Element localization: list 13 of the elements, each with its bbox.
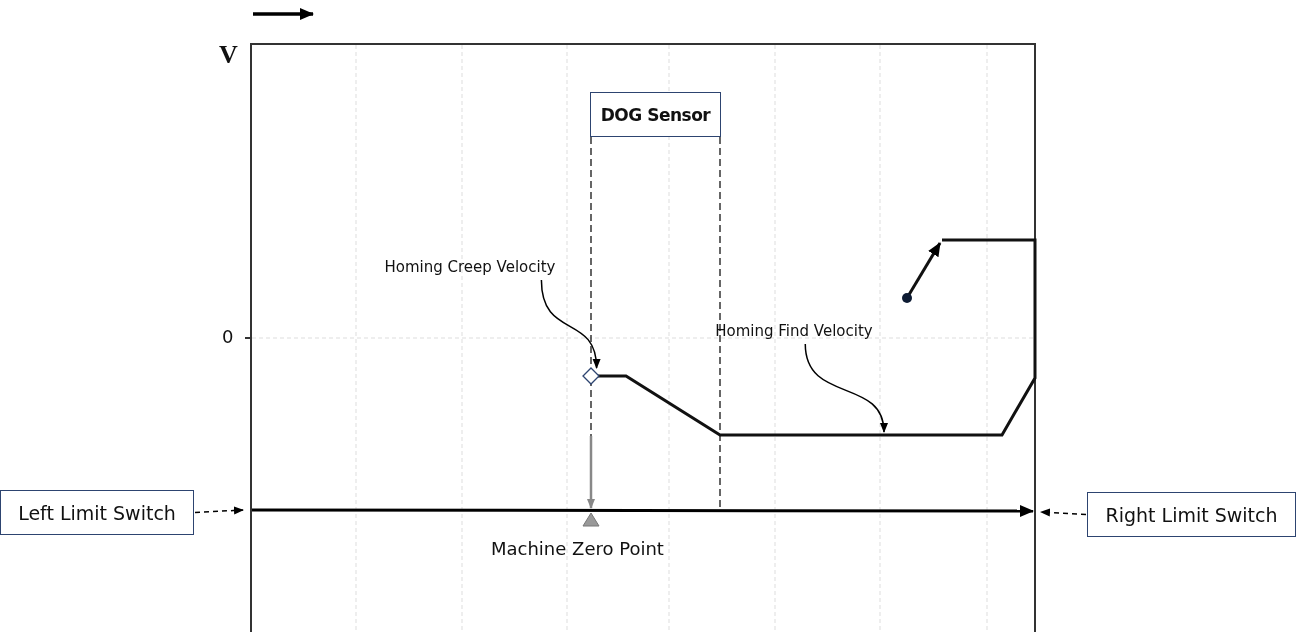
diamond-marker [582, 367, 600, 385]
tick-label: 0 [222, 326, 234, 347]
point-label: Machine Zero Point [491, 538, 664, 559]
leader-line [804, 343, 887, 433]
leader-line [540, 279, 600, 369]
label-box: Left Limit Switch [0, 490, 194, 535]
label-box: DOG Sensor [590, 92, 721, 137]
axis-label: V [219, 40, 238, 70]
label-box: Right Limit Switch [1087, 492, 1296, 537]
arrow [194, 506, 244, 515]
arrow [1040, 508, 1087, 517]
callout-label: Homing Find Velocity [700, 320, 888, 342]
callout-label: Homing Creep Velocity [368, 256, 572, 278]
